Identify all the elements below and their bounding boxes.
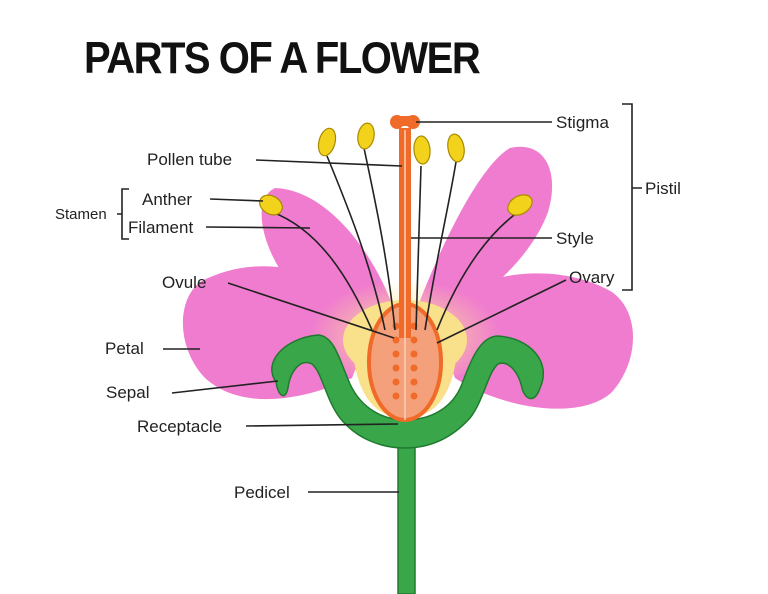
- filament-line: [326, 155, 386, 331]
- ovule-dot: [392, 350, 400, 358]
- anther-head: [413, 135, 431, 165]
- stigma-head: [390, 115, 420, 129]
- label-sepal: Sepal: [106, 383, 149, 402]
- label-receptacle: Receptacle: [137, 417, 222, 436]
- leader-ovule: [227, 282, 395, 339]
- pistil-bracket: [622, 103, 642, 291]
- stigma-bar: [394, 116, 416, 126]
- filament-line: [363, 147, 396, 331]
- filament-line: [436, 211, 519, 331]
- sepal-cup: [271, 334, 545, 449]
- ovule-dot: [410, 378, 418, 386]
- label-stigma: Stigma: [556, 113, 609, 132]
- leader-ovary: [436, 279, 567, 344]
- stamen-bracket: [117, 188, 129, 240]
- label-style: Style: [556, 229, 594, 248]
- labels: Stigma Pistil Pollen tube Stamen Anther …: [55, 113, 681, 502]
- label-petal: Petal: [105, 339, 144, 358]
- ovule-dot: [410, 392, 418, 400]
- label-pollen-tube: Pollen tube: [147, 150, 232, 169]
- leader-pollen-tube: [255, 159, 403, 167]
- diagram-title: PARTS OF A FLOWER: [84, 34, 481, 84]
- leader-sepal: [171, 380, 279, 394]
- ovule-dot: [410, 350, 418, 358]
- ovule-dot: [392, 336, 400, 344]
- anther-head: [259, 194, 283, 216]
- label-stamen: Stamen: [55, 206, 107, 223]
- label-anther: Anther: [142, 190, 192, 209]
- leader-filament: [205, 226, 311, 229]
- filament-line: [424, 161, 457, 331]
- ovule-dot: [410, 364, 418, 372]
- filaments: [271, 147, 519, 331]
- filament-line: [271, 211, 373, 331]
- anther-head: [447, 133, 465, 163]
- ovule-dot: [392, 378, 400, 386]
- label-pistil: Pistil: [645, 179, 681, 198]
- anthers: [259, 122, 533, 216]
- label-filament: Filament: [128, 218, 193, 237]
- ovule-dot: [410, 336, 418, 344]
- leader-lines: [163, 121, 567, 493]
- ovule-dot: [392, 364, 400, 372]
- filament-line: [415, 165, 422, 331]
- ovules: [392, 322, 418, 400]
- label-ovule: Ovule: [162, 273, 206, 292]
- pedicel-stalk: [397, 424, 416, 594]
- ovule-dot: [392, 392, 400, 400]
- label-ovary: Ovary: [569, 268, 615, 287]
- label-pedicel: Pedicel: [234, 483, 290, 502]
- anther-head: [507, 194, 533, 216]
- leader-anther: [209, 198, 264, 202]
- anther-head: [317, 127, 337, 157]
- anther-head: [357, 122, 375, 150]
- leader-receptacle: [245, 423, 399, 427]
